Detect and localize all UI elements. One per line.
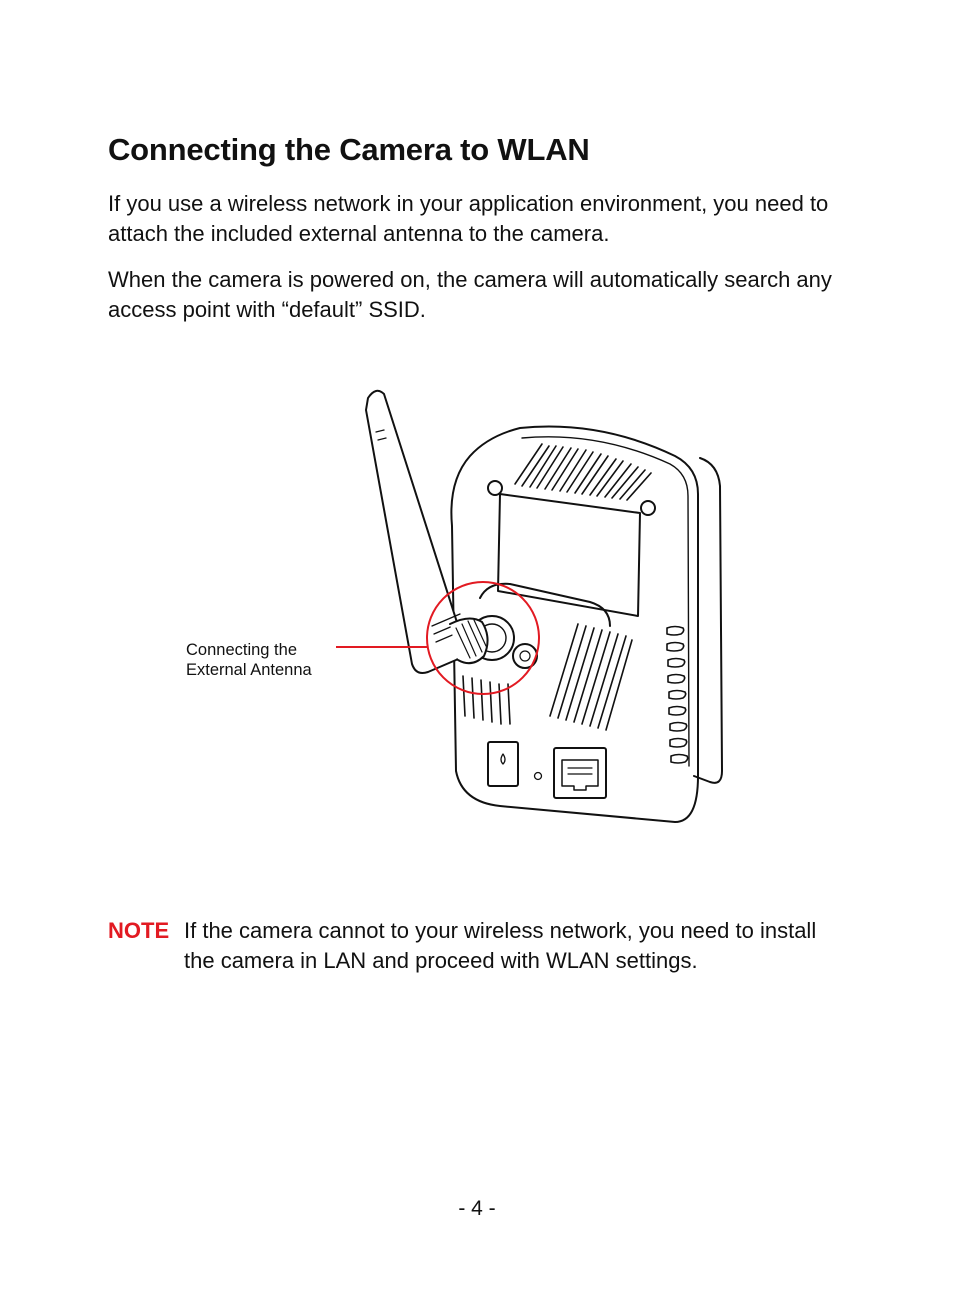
label-window (497, 493, 641, 617)
callout-circle (426, 581, 540, 695)
lan-port (553, 747, 607, 799)
callout-line-2: External Antenna (186, 661, 312, 679)
top-vents (514, 443, 652, 501)
note-label: NOTE (108, 918, 170, 943)
antenna (365, 389, 465, 674)
section-heading: Connecting the Camera to WLAN (108, 132, 590, 167)
lower-left-vents (462, 675, 511, 725)
antenna-callout-label: Connecting the External Antenna (186, 640, 312, 680)
note-text: If the camera cannot to your wireless ne… (184, 918, 817, 973)
page-number: - 4 - (458, 1197, 496, 1220)
camera-rear-body (450, 425, 699, 823)
intro-paragraph: If you use a wireless network in your ap… (108, 191, 829, 246)
side-vents (666, 625, 689, 764)
power-switch (487, 741, 519, 787)
lower-right-vents (549, 623, 633, 731)
camera-antenna-illustration (170, 376, 740, 836)
camera-side-panel (693, 457, 723, 784)
callout-line-1: Connecting the (186, 641, 297, 659)
ssid-paragraph: When the camera is powered on, the camer… (108, 267, 832, 322)
